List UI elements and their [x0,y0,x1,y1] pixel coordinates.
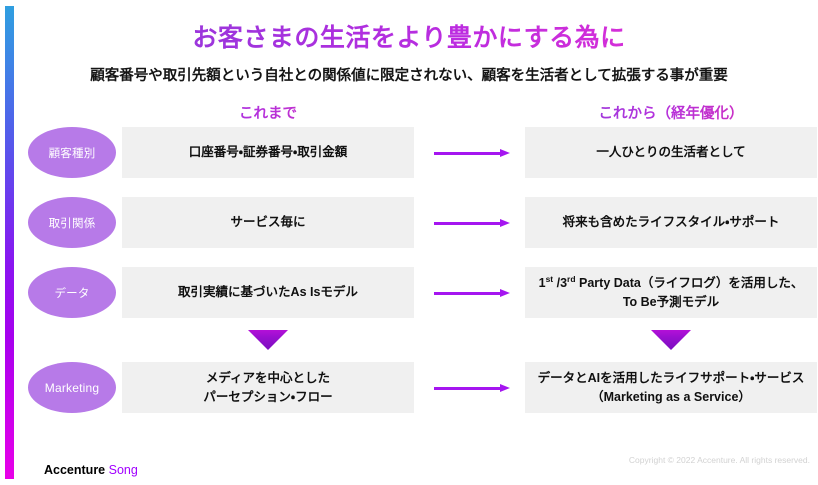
arrow-shaft [434,292,502,295]
before-cell: 取引実績に基づいたAs Isモデル [122,267,414,318]
after-cell: 将来も含めたライフスタイル・サポート [525,197,817,248]
down-triangle-icon-right [651,330,691,350]
right-arrow-icon [434,149,514,157]
arrow-head [500,384,510,392]
copyright-text: Copyright © 2022 Accenture. All rights r… [628,455,810,465]
after-cell: 1st /3rd Party Data（ライフログ）を活用した、 To Be予測… [525,267,817,318]
page-subtitle: 顧客番号や取引先額という自社との関係値に限定されない、顧客を生活者として拡張する… [90,68,728,84]
ordinal-suffix-rd: rd [567,273,576,284]
after-cell-line1: 1st /3rd Party Data（ライフログ）を活用した、 [538,273,804,290]
before-cell-line1: メディアを中心とした [205,370,331,385]
column-header-before: これまで [122,102,414,123]
arrow-head [500,289,510,297]
before-cell: サービス毎に [122,197,414,248]
right-arrow-icon [434,384,514,392]
before-cell: メディアを中心とした パーセプション・フロー [122,362,414,413]
arrow-shaft [434,387,502,390]
down-triangle-icon-left [248,330,288,350]
page-title: お客さまの生活をより豊かにする為に [0,18,818,54]
before-cell: 口座番号・証券番号・取引金額 [122,127,414,178]
column-header-after: これから（経年優化） [525,102,817,123]
arrow-shaft [434,222,502,225]
arrow-shaft [434,152,502,155]
row-label-pill: Marketing [28,362,116,413]
right-arrow-icon [434,289,514,297]
after-cell-line2: To Be予測モデル [622,294,720,309]
arrow-head [500,219,510,227]
accent-gradient-bar [5,6,14,479]
down-triangle-shape [651,330,691,350]
before-cell-line2: パーセプション・フロー [203,389,333,404]
brand-logo: Accenture Song [44,463,138,477]
brand-name-song: Song [108,463,138,477]
right-arrow-icon [434,219,514,227]
row-label-pill: 取引関係 [28,197,116,248]
after-cell: データとAIを活用したライフサポート・サービス （Marketing as a … [525,362,817,413]
after-cell-line2: （Marketing as a Service） [591,389,751,404]
row-label-pill: データ [28,267,116,318]
after-cell: 一人ひとりの生活者として [525,127,817,178]
row-label-pill: 顧客種別 [28,127,116,178]
ordinal-suffix-st: st [545,273,554,284]
arrow-head [500,149,510,157]
down-triangle-shape [248,330,288,350]
after-cell-line1: データとAIを活用したライフサポート・サービス [537,370,805,385]
brand-name-accenture: Accenture [44,463,106,477]
